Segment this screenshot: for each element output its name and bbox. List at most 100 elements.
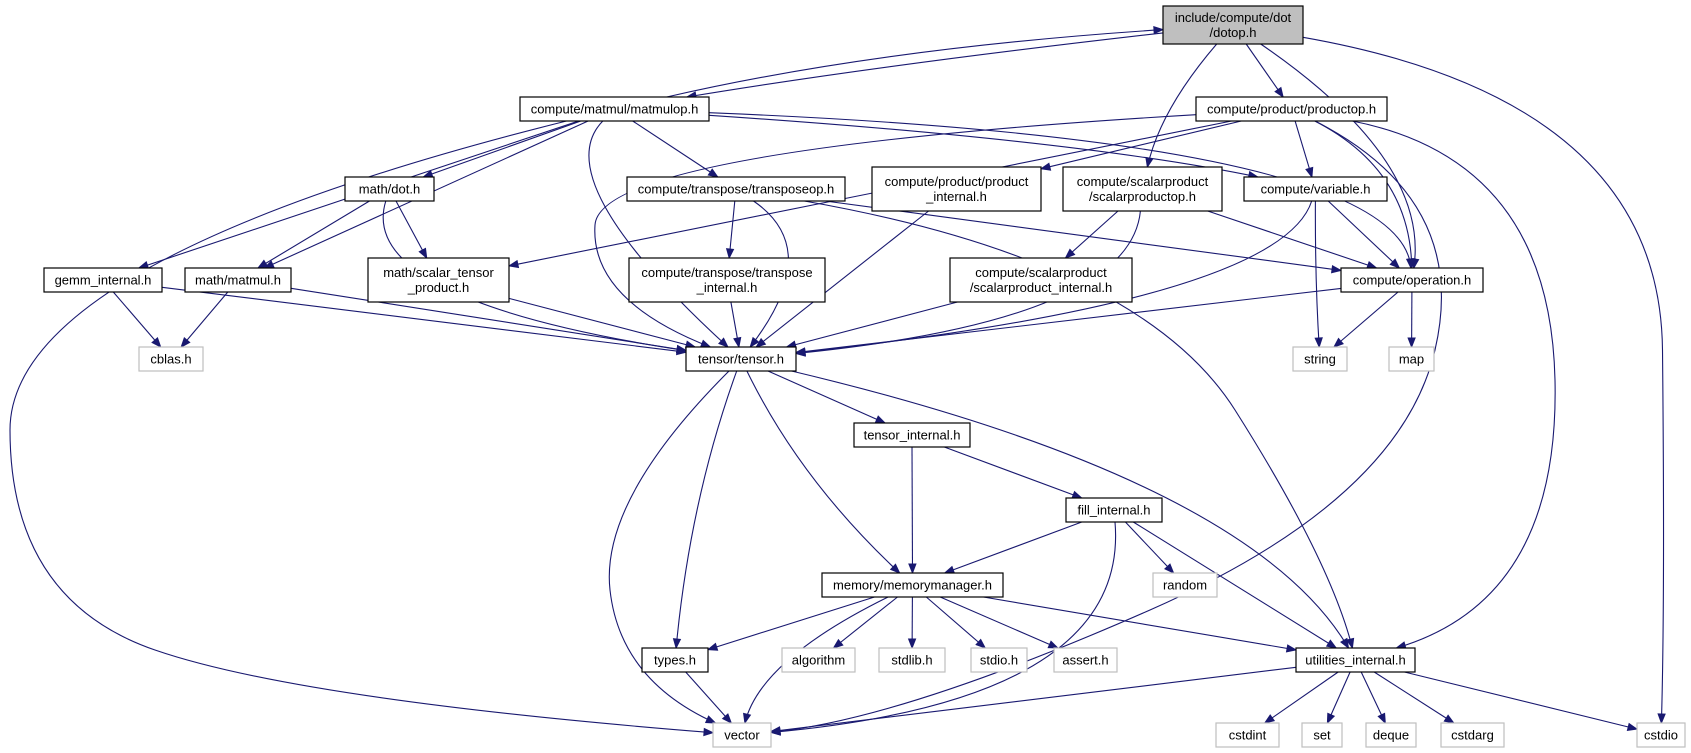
edge-line bbox=[1065, 210, 1119, 259]
node-deque: deque bbox=[1365, 722, 1417, 748]
node-productop[interactable]: compute/product/productop.h bbox=[1195, 96, 1388, 122]
node-label: fill_internal.h bbox=[1078, 503, 1151, 518]
edge-variable-to-string bbox=[1314, 200, 1323, 349]
node-tensorint[interactable]: tensor_internal.h bbox=[853, 422, 971, 448]
node-mathmatmul[interactable]: math/matmul.h bbox=[184, 267, 292, 293]
arrowhead bbox=[699, 339, 712, 348]
edge-transposeop-to-transint bbox=[725, 200, 736, 260]
edge-tensorint-to-fillint bbox=[944, 446, 1083, 499]
edge-memmgr-to-utilint bbox=[983, 596, 1298, 653]
node-box bbox=[184, 267, 292, 293]
node-box bbox=[781, 647, 856, 673]
edge-memmgr-to-algorithm bbox=[832, 596, 898, 649]
edge-line bbox=[1040, 120, 1242, 170]
edge-line bbox=[1125, 521, 1174, 574]
arrowhead bbox=[707, 168, 719, 178]
node-scalarprodint[interactable]: compute/scalarproduct/scalarproduct_inte… bbox=[949, 257, 1133, 303]
node-stdio: stdio.h bbox=[970, 647, 1028, 673]
node-box bbox=[1295, 647, 1416, 673]
arrowhead bbox=[1657, 713, 1666, 725]
node-box bbox=[1195, 96, 1388, 122]
node-memmgr[interactable]: memory/memorymanager.h bbox=[821, 572, 1004, 598]
arrowhead bbox=[743, 712, 752, 725]
edge-line bbox=[686, 32, 1164, 98]
node-prodint[interactable]: compute/product/product_internal.h bbox=[871, 166, 1042, 212]
node-fillint[interactable]: fill_internal.h bbox=[1065, 497, 1163, 523]
edge-line bbox=[746, 370, 900, 574]
edge-tensor-to-memmgr bbox=[746, 370, 901, 574]
edge-line bbox=[685, 671, 732, 724]
node-matmulop[interactable]: compute/matmul/matmulop.h bbox=[519, 96, 710, 122]
arrowhead bbox=[755, 337, 767, 348]
edge-line bbox=[708, 112, 1412, 269]
edge-line bbox=[594, 114, 1197, 348]
node-scalarprodop[interactable]: compute/scalarproduct/scalarproductop.h bbox=[1062, 166, 1223, 212]
edge-gemm-to-cblas bbox=[112, 291, 162, 349]
arrowhead bbox=[1263, 714, 1276, 724]
node-label: compute/transpose/transposeop.h bbox=[638, 182, 835, 197]
node-utilint[interactable]: utilities_internal.h bbox=[1295, 647, 1416, 673]
node-scalartensor[interactable]: math/scalar_tensor_product.h bbox=[367, 257, 510, 303]
edge-line bbox=[257, 200, 370, 269]
arrowhead bbox=[706, 642, 719, 651]
node-dotop[interactable]: include/compute/dot/dotop.h bbox=[1162, 5, 1304, 45]
node-cstdarg: cstdarg bbox=[1440, 722, 1505, 748]
node-box bbox=[685, 346, 797, 372]
edge-utilint-to-cstdarg bbox=[1373, 671, 1455, 724]
node-label: math/matmul.h bbox=[195, 273, 281, 288]
node-gemm[interactable]: gemm_internal.h bbox=[43, 267, 163, 293]
edge-line bbox=[1404, 671, 1638, 730]
edge-line bbox=[786, 301, 958, 348]
arrowhead bbox=[769, 726, 781, 735]
edge-dotop-to-matmulop bbox=[685, 32, 1164, 100]
edge-line bbox=[767, 370, 886, 424]
edge-line bbox=[180, 291, 229, 348]
node-transint[interactable]: compute/transpose/transpose_internal.h bbox=[628, 257, 826, 303]
arrowhead bbox=[1285, 644, 1298, 653]
edge-mathdot-to-scalartensor bbox=[395, 200, 428, 260]
node-label: random bbox=[1163, 578, 1207, 593]
edge-line bbox=[707, 596, 875, 651]
edge-memmgr-to-assert bbox=[939, 596, 1060, 649]
edge-line bbox=[833, 596, 898, 649]
arrowhead bbox=[256, 259, 269, 269]
node-tensor[interactable]: tensor/tensor.h bbox=[685, 346, 797, 372]
edge-line bbox=[112, 291, 162, 348]
edge-line bbox=[1260, 43, 1416, 269]
node-label: compute/product/product bbox=[885, 174, 1029, 189]
edge-line bbox=[1133, 521, 1337, 649]
arrowhead bbox=[151, 337, 162, 349]
node-types[interactable]: types.h bbox=[641, 647, 709, 673]
node-box bbox=[1215, 722, 1280, 748]
node-box bbox=[1340, 267, 1484, 293]
edge-matmulop-to-transposeop bbox=[632, 120, 719, 178]
edge-fillint-to-utilint bbox=[1133, 521, 1338, 649]
node-variable[interactable]: compute/variable.h bbox=[1243, 176, 1388, 202]
edge-line bbox=[770, 521, 1117, 733]
node-label: tensor_internal.h bbox=[864, 428, 961, 443]
node-box bbox=[821, 572, 1004, 598]
edge-fillint-to-vector bbox=[769, 521, 1117, 736]
arrowhead bbox=[1345, 637, 1355, 650]
node-transposeop[interactable]: compute/transpose/transposeop.h bbox=[626, 176, 846, 202]
arrowhead bbox=[1340, 637, 1350, 650]
node-operation[interactable]: compute/operation.h bbox=[1340, 267, 1484, 293]
arrowhead bbox=[889, 563, 901, 574]
node-label: set bbox=[1313, 728, 1331, 743]
node-box bbox=[853, 422, 971, 448]
node-mathdot[interactable]: math/dot.h bbox=[344, 176, 435, 202]
arrowhead bbox=[180, 337, 191, 349]
arrowhead bbox=[1314, 337, 1323, 349]
arrowhead bbox=[943, 565, 956, 574]
node-label: include/compute/dot bbox=[1175, 10, 1292, 25]
arrowhead bbox=[725, 248, 735, 260]
node-label: stdlib.h bbox=[891, 653, 932, 668]
node-label: compute/matmul/matmulop.h bbox=[531, 102, 699, 117]
edge-line bbox=[825, 200, 1342, 271]
node-label: math/dot.h bbox=[359, 182, 420, 197]
edge-utilint-to-deque bbox=[1360, 671, 1386, 725]
node-box bbox=[1162, 5, 1304, 45]
node-box bbox=[1301, 722, 1343, 748]
edge-operation-to-string bbox=[1332, 291, 1399, 348]
edge-tensor-to-vector bbox=[608, 370, 730, 724]
